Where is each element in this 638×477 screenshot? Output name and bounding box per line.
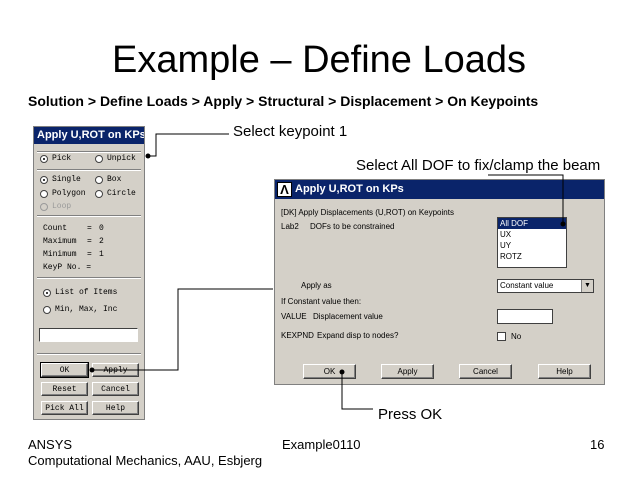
lab2-key: Lab2 (281, 222, 299, 231)
pick-radio[interactable]: Pick (40, 154, 71, 163)
footer-software: ANSYS (28, 437, 73, 452)
callout-select-all-dof: Select All DOF to fix/clamp the beam (356, 157, 601, 174)
pick-item-input[interactable] (39, 328, 138, 342)
loop-radio: Loop (40, 202, 71, 211)
callout-select-keypoint: Select keypoint 1 (233, 123, 348, 140)
pick-panel-title: Apply U,ROT on KPs (34, 127, 144, 144)
footer-left: ANSYS Computational Mechanics, AAU, Esbj… (28, 437, 262, 469)
dof-option-uy[interactable]: UY (500, 241, 512, 250)
dialog-titlebar: Λ Apply U,ROT on KPs (275, 180, 604, 199)
dialog-help-button[interactable]: Help (538, 364, 591, 379)
dialog-command-description: [DK] Apply Displacements (U,ROT) on Keyp… (281, 208, 454, 217)
radio-selected-icon (40, 154, 48, 163)
minimum-readout: Minimum=1 (43, 250, 104, 259)
radio-icon (40, 189, 48, 198)
polygon-radio[interactable]: Polygon (40, 189, 86, 198)
radio-selected-icon (40, 175, 48, 184)
footer-example-name: Example0110 (282, 437, 361, 452)
divider (37, 151, 141, 153)
menu-path-breadcrumb: Solution > Define Loads > Apply > Struct… (28, 93, 539, 109)
value-key: VALUE (281, 312, 307, 321)
ansys-logo-icon: Λ (277, 182, 292, 197)
callout-press-ok: Press OK (378, 406, 443, 423)
pick-help-button[interactable]: Help (92, 401, 139, 415)
footer-course: Computational Mechanics, AAU, Esbjerg (28, 453, 263, 468)
dialog-ok-button[interactable]: OK (303, 364, 356, 379)
chevron-down-icon[interactable]: ▼ (581, 280, 593, 292)
pick-reset-button[interactable]: Reset (41, 382, 88, 396)
kexpnd-key: KEXPND (281, 331, 314, 340)
dialog-title: Apply U,ROT on KPs (295, 183, 404, 195)
apply-as-value: Constant value (500, 281, 554, 290)
radio-icon (40, 202, 48, 211)
callout-line-keypoint (148, 133, 229, 157)
slide-title: Example – Define Loads (111, 39, 527, 81)
apply-displacement-dialog: Λ Apply U,ROT on KPs [DK] Apply Displace… (274, 179, 605, 385)
apply-as-label: Apply as (301, 281, 332, 290)
divider (37, 169, 141, 171)
keypoint-number-readout: KeyP No. = (43, 263, 92, 272)
radio-icon (95, 189, 103, 198)
divider (37, 353, 141, 355)
divider (37, 277, 141, 279)
divider (37, 215, 141, 217)
expand-nodes-value: No (511, 332, 522, 341)
min-max-inc-radio[interactable]: Min, Max, Inc (43, 305, 117, 314)
dof-option-ux[interactable]: UX (500, 230, 512, 239)
count-readout: Count=0 (43, 224, 104, 233)
unpick-radio[interactable]: Unpick (95, 154, 136, 163)
box-radio[interactable]: Box (95, 175, 121, 184)
dof-listbox[interactable]: All DOF UX UY ROTZ (497, 217, 567, 268)
value-description: Displacement value (313, 312, 383, 321)
kexpnd-description: Expand disp to nodes? (317, 331, 399, 340)
radio-selected-icon (43, 288, 51, 297)
single-radio[interactable]: Single (40, 175, 81, 184)
lab2-description: DOFs to be constrained (310, 222, 395, 231)
dialog-cancel-button[interactable]: Cancel (459, 364, 512, 379)
if-constant-label: If Constant value then: (281, 297, 362, 306)
dialog-apply-button[interactable]: Apply (381, 364, 434, 379)
circle-radio[interactable]: Circle (95, 189, 136, 198)
maximum-readout: Maximum=2 (43, 237, 104, 246)
pick-apply-button[interactable]: Apply (92, 363, 139, 377)
radio-icon (43, 305, 51, 314)
pick-all-button[interactable]: Pick All (41, 401, 88, 415)
radio-icon (95, 154, 103, 163)
radio-icon (95, 175, 103, 184)
list-of-items-radio[interactable]: List of Items (43, 288, 117, 297)
apply-as-select[interactable]: Constant value ▼ (497, 279, 594, 293)
pick-cancel-button[interactable]: Cancel (92, 382, 139, 396)
pick-ok-button[interactable]: OK (40, 362, 89, 378)
dof-option-all[interactable]: All DOF (498, 218, 566, 229)
pick-panel-window: Apply U,ROT on KPs Pick Unpick Single Bo… (33, 126, 145, 420)
dof-option-rotz[interactable]: ROTZ (500, 252, 522, 261)
expand-nodes-checkbox[interactable] (497, 332, 506, 341)
callout-dot-keypoint (145, 153, 151, 159)
displacement-value-input[interactable] (497, 309, 553, 324)
footer-page-number: 16 (590, 437, 605, 452)
